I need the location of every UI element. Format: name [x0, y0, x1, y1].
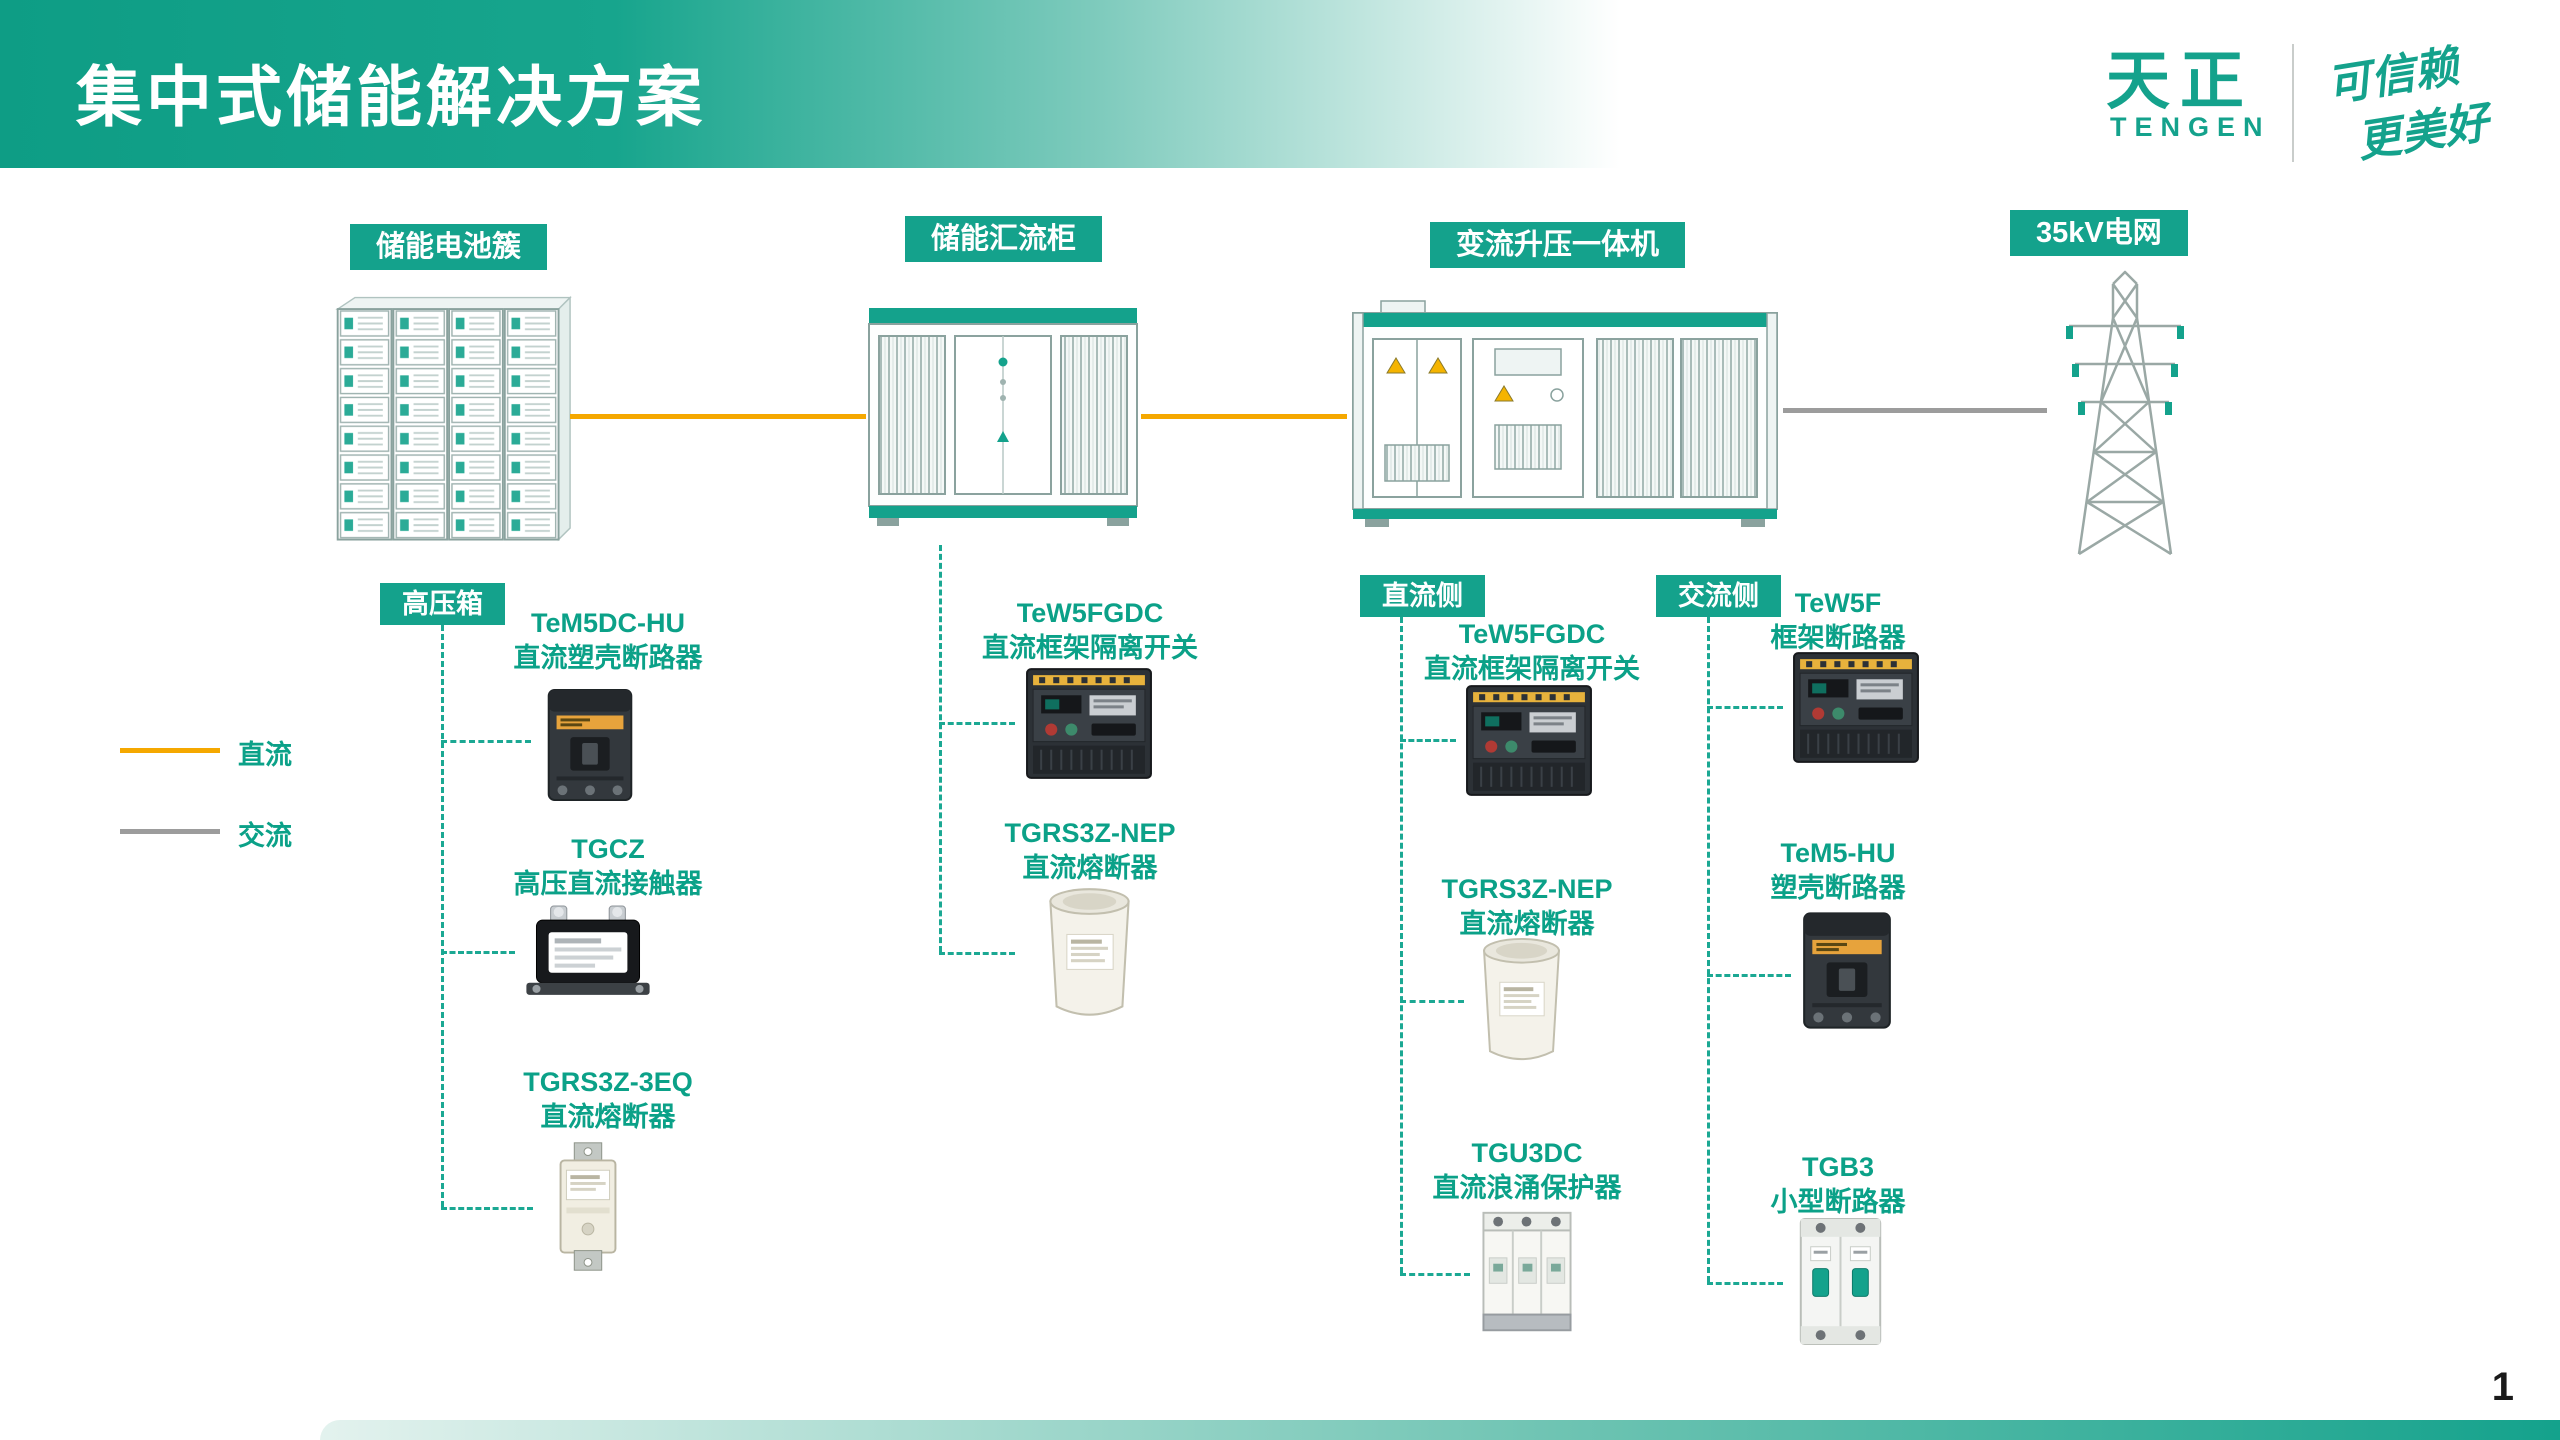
product-model: TeM5-HU	[1780, 838, 1896, 868]
product-model: TGB3	[1801, 1152, 1874, 1182]
page-number: 1	[2491, 1365, 2514, 1409]
product-label: TeW5FGDC 直流框架隔离开关	[1424, 617, 1640, 687]
transmission-tower-illustration	[2064, 270, 2186, 556]
product-name: 直流塑壳断路器	[513, 643, 703, 674]
ac-wire-pcs-grid	[1783, 408, 2047, 413]
product-model: TGRS3Z-NEP	[1441, 874, 1613, 904]
connector-dashed-stub	[1400, 1000, 1464, 1003]
product-model: TeW5FGDC	[1458, 619, 1606, 649]
product-model: TeW5FGDC	[1016, 598, 1164, 628]
connector-dashed-combiner-column	[939, 545, 942, 952]
product-name: 直流框架隔离开关	[1424, 654, 1640, 685]
connector-dashed-stub	[939, 952, 1015, 955]
station-label-pcs: 变流升压一体机	[1430, 222, 1686, 268]
header-gradient-band	[0, 0, 1620, 168]
station-label-combiner: 储能汇流柜	[905, 216, 1103, 262]
footer-gradient-bar	[320, 1420, 2560, 1440]
pcs-container-illustration	[1352, 300, 1778, 528]
dc-wire-combiner-pcs	[1141, 414, 1347, 419]
product-name: 直流熔断器	[1459, 909, 1595, 940]
product-model: TGRS3Z-NEP	[1004, 818, 1176, 848]
product-model: TGCZ	[571, 834, 645, 864]
connector-dashed-dc-side-column	[1400, 617, 1403, 1273]
product-model: TeM5DC-HU	[531, 608, 685, 638]
connector-dashed-stub	[939, 722, 1015, 725]
product-label: TGU3DC 直流浪涌保护器	[1433, 1136, 1622, 1206]
product-image-frame-breaker	[1466, 685, 1592, 796]
logo-divider	[2292, 44, 2294, 162]
product-label: TGB3 小型断路器	[1771, 1150, 1906, 1220]
product-label: TGRS3Z-NEP 直流熔断器	[1441, 872, 1612, 942]
legend-ac-label: 交流	[238, 821, 292, 851]
product-image-mccb	[1803, 912, 1891, 1029]
product-model: TeW5F	[1794, 588, 1882, 618]
page-title: 集中式储能解决方案	[76, 60, 706, 134]
connector-dashed-stub	[441, 740, 531, 743]
product-name: 直流熔断器	[540, 1102, 676, 1133]
product-name: 直流框架隔离开关	[982, 633, 1198, 664]
connector-dashed-ac-side-column	[1707, 617, 1710, 1282]
section-label-hv-box: 高压箱	[380, 583, 505, 625]
battery-rack-illustration	[336, 296, 572, 541]
combiner-cabinet-illustration	[868, 307, 1138, 527]
product-image-cylindrical-fuse	[1049, 888, 1130, 1016]
product-model: TGU3DC	[1471, 1138, 1583, 1168]
connector-dashed-stub	[1707, 974, 1791, 977]
connector-dashed-stub	[1400, 739, 1456, 742]
product-image-contactor	[525, 905, 651, 996]
product-name: 直流浪涌保护器	[1432, 1173, 1622, 1204]
product-image-cylindrical-fuse	[1483, 937, 1560, 1061]
product-name: 塑壳断路器	[1770, 873, 1906, 904]
product-image-miniature-breaker	[1799, 1217, 1882, 1346]
dc-wire-battery-combiner	[570, 414, 866, 419]
product-label: TeW5FGDC 直流框架隔离开关	[982, 596, 1198, 666]
station-label-battery: 储能电池簇	[350, 224, 548, 270]
product-name: 直流熔断器	[1022, 853, 1158, 884]
product-label: TeM5-HU 塑壳断路器	[1771, 836, 1906, 906]
product-image-surge-protector	[1482, 1211, 1572, 1332]
tengen-logo-en: TENGEN	[2110, 112, 2271, 142]
tengen-logo-cn: 天正	[2106, 45, 2254, 117]
connector-dashed-stub	[1707, 1282, 1783, 1285]
product-label: TGRS3Z-3EQ 直流熔断器	[523, 1065, 693, 1135]
connector-dashed-stub	[1400, 1273, 1470, 1276]
product-label: TeW5F 框架断路器	[1771, 586, 1906, 656]
legend-ac-swatch	[120, 829, 220, 834]
product-model: TGRS3Z-3EQ	[523, 1067, 693, 1097]
connector-dashed-battery-column	[441, 625, 444, 1207]
product-image-blade-fuse	[559, 1141, 617, 1272]
section-label-dc-side: 直流侧	[1360, 575, 1485, 617]
legend-dc-label: 直流	[238, 740, 292, 770]
connector-dashed-stub	[1707, 706, 1783, 709]
product-name: 小型断路器	[1770, 1187, 1906, 1218]
product-label: TGRS3Z-NEP 直流熔断器	[1004, 816, 1175, 886]
product-image-mccb	[547, 688, 633, 802]
product-image-frame-breaker	[1793, 652, 1919, 763]
connector-dashed-stub	[441, 1207, 533, 1210]
product-image-frame-breaker	[1026, 668, 1152, 779]
station-label-grid: 35kV电网	[2010, 210, 2188, 256]
product-label: TGCZ 高压直流接触器	[514, 832, 703, 902]
product-label: TeM5DC-HU 直流塑壳断路器	[514, 606, 703, 676]
section-label-ac-side: 交流侧	[1656, 575, 1781, 617]
connector-dashed-stub	[441, 951, 515, 954]
product-name: 框架断路器	[1770, 623, 1906, 654]
product-name: 高压直流接触器	[513, 869, 703, 900]
legend-dc-swatch	[120, 748, 220, 753]
